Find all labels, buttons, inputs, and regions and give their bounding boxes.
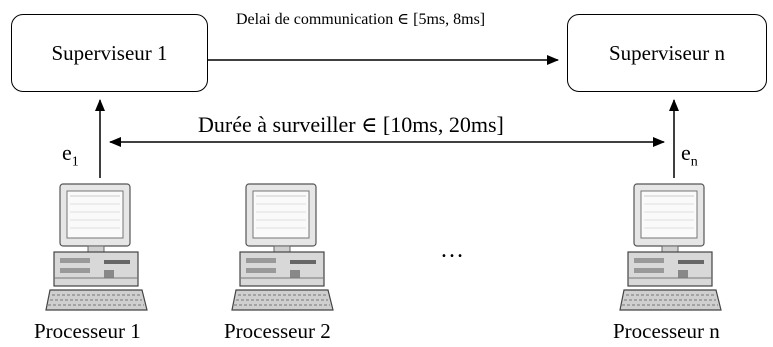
monitoring-duration-label: Durée à surveiller ∈ [10ms, 20ms]: [198, 112, 504, 137]
processor-2-label: Processeur 2: [224, 319, 331, 343]
desktop-computer-icon: [231, 183, 334, 311]
event-n-subscript: n: [690, 154, 698, 170]
processor-n-label: Processeur n: [613, 319, 720, 343]
event-n-label: en: [681, 142, 698, 169]
supervisor-n-label: Superviseur n: [608, 40, 726, 65]
event-1-label: e1: [62, 142, 79, 169]
event-1-subscript: 1: [71, 154, 79, 170]
event-n-base: e: [681, 140, 691, 165]
desktop-computer-icon: [619, 183, 722, 311]
event-1-base: e: [62, 140, 72, 165]
ellipsis: …: [440, 237, 464, 263]
processor-1-label: Processeur 1: [34, 319, 141, 343]
communication-delay-label: Delai de communication ∈ [5ms, 8ms]: [236, 11, 486, 28]
supervisor-n-box: Superviseur n: [567, 14, 767, 92]
desktop-computer-icon: [45, 183, 148, 311]
supervisor-1-box: Superviseur 1: [11, 14, 208, 92]
supervisor-1-label: Superviseur 1: [51, 40, 168, 65]
